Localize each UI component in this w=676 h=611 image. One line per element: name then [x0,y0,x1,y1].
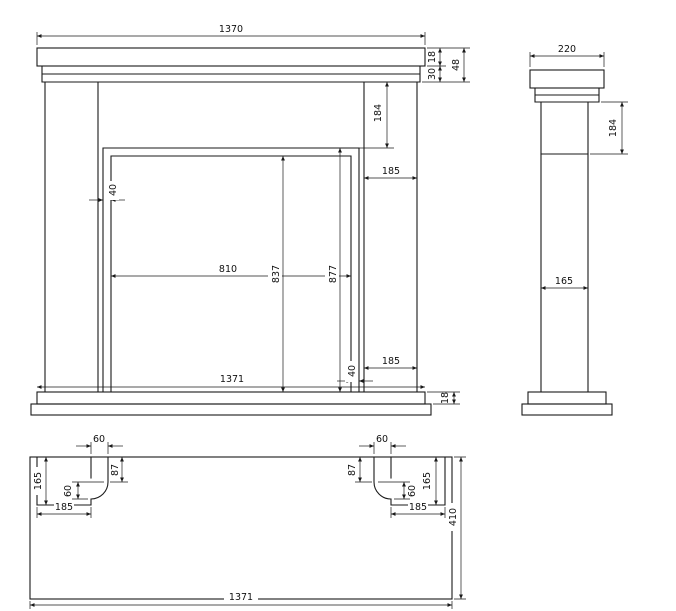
opening-frame-outer [102,147,360,393]
dim-label-left-leg-depth: 165 [33,472,44,490]
dim-label-side-leg-depth: 165 [555,276,573,287]
label-mask [446,503,458,531]
dim-plan-right-rebate-depth: 87 [347,457,372,483]
dim-label-side-frieze-height: 184 [608,119,619,137]
dim-label-right-rebate-width: 60 [376,434,388,445]
label-mask [31,467,42,495]
label-mask [106,181,119,200]
dim-side-leg-depth: 165 [541,276,588,290]
dim-front-frieze-height: 184 [359,82,394,149]
dim-front-frame-width-bottom: 40 [337,361,373,383]
dim-label-frieze-height: 184 [373,104,384,122]
label-mask [224,591,258,603]
dim-label-left-rebate-width: 60 [93,434,105,445]
dim-label-frame-width-top: 40 [108,184,119,196]
dim-label-left-rebate-depth: 87 [110,464,121,476]
dim-front-header-total: 48 [451,48,466,82]
hearth-outline [29,456,453,600]
left-leg-plan [36,456,109,506]
dim-label-hearth-depth: 410 [448,508,459,526]
hearth-top-board [36,391,426,405]
dim-label-left-fillet: 60 [63,485,74,497]
dim-label-shelf-depth: 220 [558,44,576,55]
label-mask [54,501,74,512]
dim-front-leg-width-bottom: 185 [364,356,417,370]
right-leg-plan [373,456,446,506]
dim-front-shelf-thickness: 18 [427,47,470,67]
side-column [540,101,589,393]
dim-side-shelf-depth: 220 [529,44,605,67]
dim-label-right-leg-width: 185 [409,502,427,513]
dim-plan-right-leg-width: 185 [390,501,446,518]
dim-label-molding-height: 30 [427,68,438,80]
body-outline [44,81,418,393]
dim-front-opening-width: 810 [111,264,351,278]
dim-side-frieze-height: 184 [590,101,628,155]
side-shelf [529,69,605,89]
leg-inner-edges [97,81,365,393]
dim-plan-left-rebate-depth: 87 [110,457,128,483]
side-molding [534,87,600,103]
opening-frame-inner [110,155,352,393]
dim-front-leg-width-top: 185 [364,166,417,180]
dim-plan-left-leg-depth: 165 [31,457,48,505]
dim-label-right-leg-depth: 165 [422,472,433,490]
dim-label-opening-width: 810 [219,264,237,275]
front-view: 1370 18 30 48 184 185 [30,24,470,416]
dim-label-frame-width-bottom: 40 [347,365,358,377]
dim-label-opening-height-inner: 837 [271,265,282,283]
dim-label-leg-width-top: 185 [382,166,400,177]
dim-plan-right-leg-depth: 165 [422,457,438,505]
dim-plan-left-fillet: 60 [63,481,104,500]
side-view: 220 184 165 [521,44,628,416]
dim-plan-right-rebate-width: 60 [359,434,406,454]
label-mask [268,261,282,287]
dim-label-left-leg-width: 185 [55,502,73,513]
hearth-base-board [30,403,432,416]
extension-lines [373,442,392,454]
dim-label-opening-height-outer: 877 [328,265,339,283]
dim-plan-right-fillet: 60 [378,481,418,500]
dim-front-opening-height-outer: 877 [325,148,342,392]
extension-lines [90,442,109,454]
dim-label-right-fillet: 60 [407,485,418,497]
dim-plan-left-leg-width: 185 [36,501,92,518]
dim-front-shelf-width: 1370 [36,24,426,45]
mantel-shelf [36,47,426,67]
dim-label-plan-hearth-width: 1371 [229,592,253,603]
label-mask [408,501,428,512]
dim-plan-hearth-width: 1371 [29,591,453,609]
dim-front-molding-height: 30 [422,66,470,83]
dim-front-hearth-thickness: 18 [427,391,460,405]
side-base-top-board [527,391,607,405]
dim-front-hearth-width: 1371 [37,374,425,389]
dim-label-header-total: 48 [451,59,462,71]
dim-front-opening-height-inner: 837 [268,156,285,392]
plan-view: 60 87 165 60 185 60 [29,434,466,609]
dim-label-shelf-width: 1370 [219,24,243,35]
dim-front-frame-width-top: 40 [89,181,125,202]
side-base-bottom-board [521,403,613,416]
dim-label-leg-width-bottom: 185 [382,356,400,367]
label-mask [325,261,339,287]
dim-plan-hearth-depth: 410 [446,456,466,600]
dim-plan-left-rebate-width: 60 [76,434,123,454]
dim-label-shelf-thickness: 18 [427,51,438,63]
label-mask [345,361,358,382]
dim-label-right-rebate-depth: 87 [347,464,358,476]
shelf-molding [41,65,421,83]
dim-label-hearth-width: 1371 [220,374,244,385]
dim-label-hearth-thickness: 18 [440,392,451,404]
